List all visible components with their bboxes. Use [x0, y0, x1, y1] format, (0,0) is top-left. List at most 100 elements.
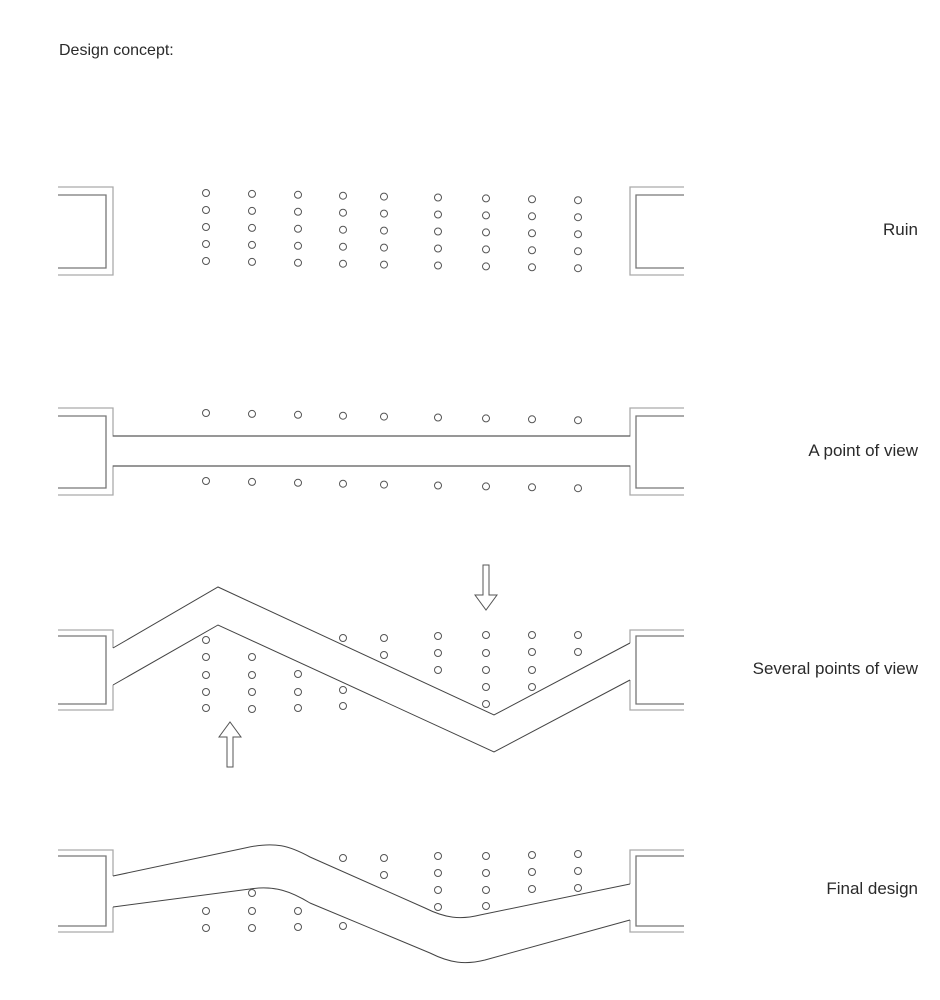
column-circle: [380, 192, 388, 201]
column-circle: [380, 209, 388, 218]
column-circle: [434, 649, 442, 657]
column-circle: [202, 704, 210, 712]
column-circle: [574, 648, 582, 656]
column-circle: [248, 223, 256, 232]
column-circle: [339, 854, 347, 862]
left-building-bottom: [58, 685, 114, 711]
column-circle: [528, 263, 536, 272]
column-circle: [574, 264, 582, 273]
column-circle: [248, 907, 256, 915]
column-circle: [528, 885, 536, 893]
column-circle: [248, 688, 256, 696]
left-building-top: [58, 849, 114, 876]
column-circle: [482, 902, 490, 910]
column-circle: [482, 852, 490, 860]
column-circle: [202, 409, 210, 417]
column-circle: [248, 189, 256, 198]
column-circle: [339, 191, 347, 200]
bridge-bottom-edge: [58, 465, 684, 496]
column-circle: [294, 478, 302, 487]
column-circle: [434, 481, 442, 490]
column-circle: [482, 869, 490, 877]
bridge-top-edge: [58, 407, 684, 437]
column-circle: [434, 869, 442, 877]
zigzag-path-bottom: [112, 624, 631, 753]
column-circle: [339, 411, 347, 420]
column-circle: [574, 850, 582, 858]
column-circle: [528, 246, 536, 255]
column-circle: [482, 482, 490, 491]
column-circle: [482, 262, 490, 271]
column-circle: [294, 258, 302, 267]
column-circle: [482, 683, 490, 691]
left-building-inner: [58, 855, 107, 927]
column-circle: [482, 649, 490, 657]
column-circle: [380, 651, 388, 659]
column-circle: [202, 257, 210, 265]
right-building-bottom: [629, 920, 684, 933]
column-circle: [482, 886, 490, 894]
column-circle: [380, 871, 388, 879]
arrow-down-icon: [474, 564, 498, 611]
column-circle: [339, 479, 347, 488]
column-circle: [339, 702, 347, 710]
column-circle: [339, 634, 347, 642]
column-circle: [380, 412, 388, 421]
column-circle: [482, 631, 490, 639]
stage-label-several-points: Several points of view: [752, 659, 918, 678]
column-circle: [202, 653, 210, 661]
column-circle: [528, 648, 536, 656]
right-building-top: [629, 629, 684, 643]
zigzag-path-top: [112, 586, 631, 716]
stage-label-final-design: Final design: [826, 879, 918, 898]
column-circle: [248, 477, 256, 486]
column-circle: [339, 208, 347, 217]
column-circle: [339, 259, 347, 268]
column-circle: [528, 483, 536, 492]
right-building-outline: [629, 186, 684, 276]
column-circle: [482, 414, 490, 423]
right-building-inner: [635, 635, 684, 705]
stage-several-points: [58, 564, 684, 768]
column-circle: [434, 886, 442, 894]
column-circle: [528, 212, 536, 221]
column-circle: [574, 484, 582, 493]
column-circle: [528, 415, 536, 424]
column-circle: [528, 631, 536, 639]
column-circle: [482, 211, 490, 220]
column-circle: [248, 653, 256, 661]
column-circle: [482, 228, 490, 237]
column-circle: [339, 686, 347, 694]
column-circle: [380, 226, 388, 235]
column-circle: [248, 206, 256, 215]
column-circle: [434, 244, 442, 253]
column-circle: [482, 666, 490, 674]
column-circle: [248, 240, 256, 249]
column-circle: [339, 922, 347, 930]
column-circle: [574, 213, 582, 222]
column-circle: [434, 193, 442, 202]
column-circle: [294, 688, 302, 696]
column-circle: [294, 207, 302, 216]
curved-path-bottom: [112, 887, 631, 964]
left-building-inner: [58, 194, 107, 269]
column-circle: [574, 247, 582, 256]
right-building-bottom: [629, 680, 684, 711]
column-circle: [380, 854, 388, 862]
column-circle: [202, 240, 210, 248]
column-circle: [248, 409, 256, 418]
column-circle: [248, 924, 256, 932]
arrow-up-icon: [218, 721, 242, 768]
column-circle: [528, 868, 536, 876]
column-circle: [202, 223, 210, 231]
column-circle: [294, 670, 302, 678]
column-circle: [294, 190, 302, 199]
right-building-inner: [635, 855, 684, 927]
column-circle: [202, 636, 210, 644]
left-building-inner: [58, 635, 107, 705]
curved-path-top: [112, 844, 631, 919]
column-circle: [202, 907, 210, 915]
columns: [202, 189, 582, 932]
left-building-inner: [58, 415, 107, 489]
